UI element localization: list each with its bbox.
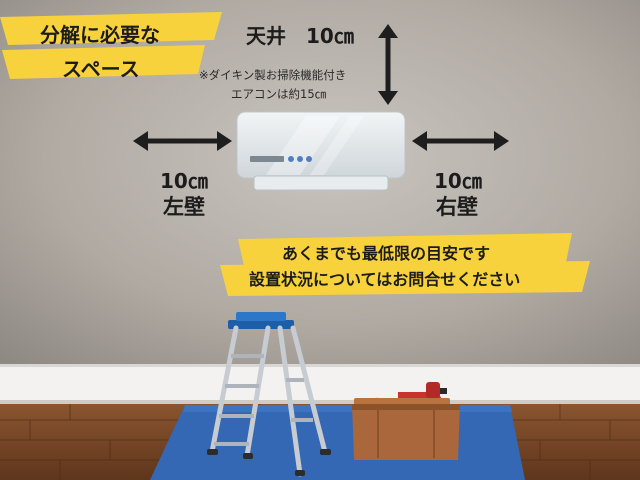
disclaimer-line-2: 設置状況についてはお問合せください [249,270,521,289]
left-arrow-icon [133,131,232,151]
toolbox-icon [352,382,460,460]
title-line-1: 分解に必要な [40,23,160,47]
right-wall-label: 右壁 [436,195,478,219]
ceiling-arrow-icon [378,24,398,105]
disclaimer-line-1: あくまでも最低限の目安です [282,244,491,263]
air-conditioner-icon [236,111,406,191]
left-clearance-value: 10㎝ [160,169,208,193]
baseboard [0,364,640,404]
note-line-1: ※ダイキン製お掃除機能付き [199,68,347,82]
disclaimer-highlight [220,233,590,296]
ceiling-clearance-label: 天井 10㎝ [246,24,354,48]
right-clearance-value: 10㎝ [434,169,482,193]
floor-mat [150,405,525,480]
right-arrow-icon [412,131,509,151]
title-highlight [0,12,222,79]
stepladder-icon [207,312,331,477]
note-line-2: エアコンは約15㎝ [231,87,327,101]
left-wall-label: 左壁 [163,195,205,219]
title-line-2: スペース [62,57,140,81]
